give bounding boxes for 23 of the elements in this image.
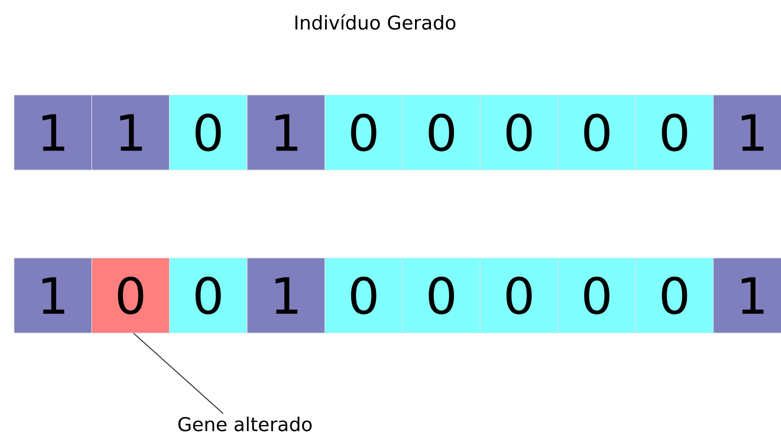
gene-cell: 0 bbox=[480, 258, 558, 334]
gene-cell: 0 bbox=[635, 258, 714, 334]
gene-cell: 0 bbox=[480, 94, 558, 170]
gene-cell: 0 bbox=[169, 258, 248, 334]
gene-cell: 0 bbox=[635, 94, 714, 170]
gene-cell: 1 bbox=[713, 258, 781, 334]
gene-cell: 1 bbox=[246, 94, 326, 170]
gene-cell: 1 bbox=[14, 258, 92, 334]
gene-cell: 1 bbox=[246, 258, 326, 334]
title: Indivíduo Gerado bbox=[295, 14, 456, 30]
gene-cell: 0 bbox=[558, 94, 636, 170]
gene-cell: 0 bbox=[91, 258, 170, 334]
gene-cell: 0 bbox=[558, 258, 636, 334]
gene-cell: 0 bbox=[324, 94, 403, 170]
gene-cell: 1 bbox=[91, 94, 170, 170]
gene-cell: 1 bbox=[713, 94, 781, 170]
gene-cell: 0 bbox=[402, 258, 481, 334]
gene-cell: 0 bbox=[169, 94, 248, 170]
callout-label: Gene alterado bbox=[178, 416, 312, 432]
gene-cell: 0 bbox=[402, 94, 481, 170]
gene-cell: 0 bbox=[324, 258, 403, 334]
gene-cell: 1 bbox=[14, 94, 92, 170]
leader-line bbox=[133, 332, 224, 414]
